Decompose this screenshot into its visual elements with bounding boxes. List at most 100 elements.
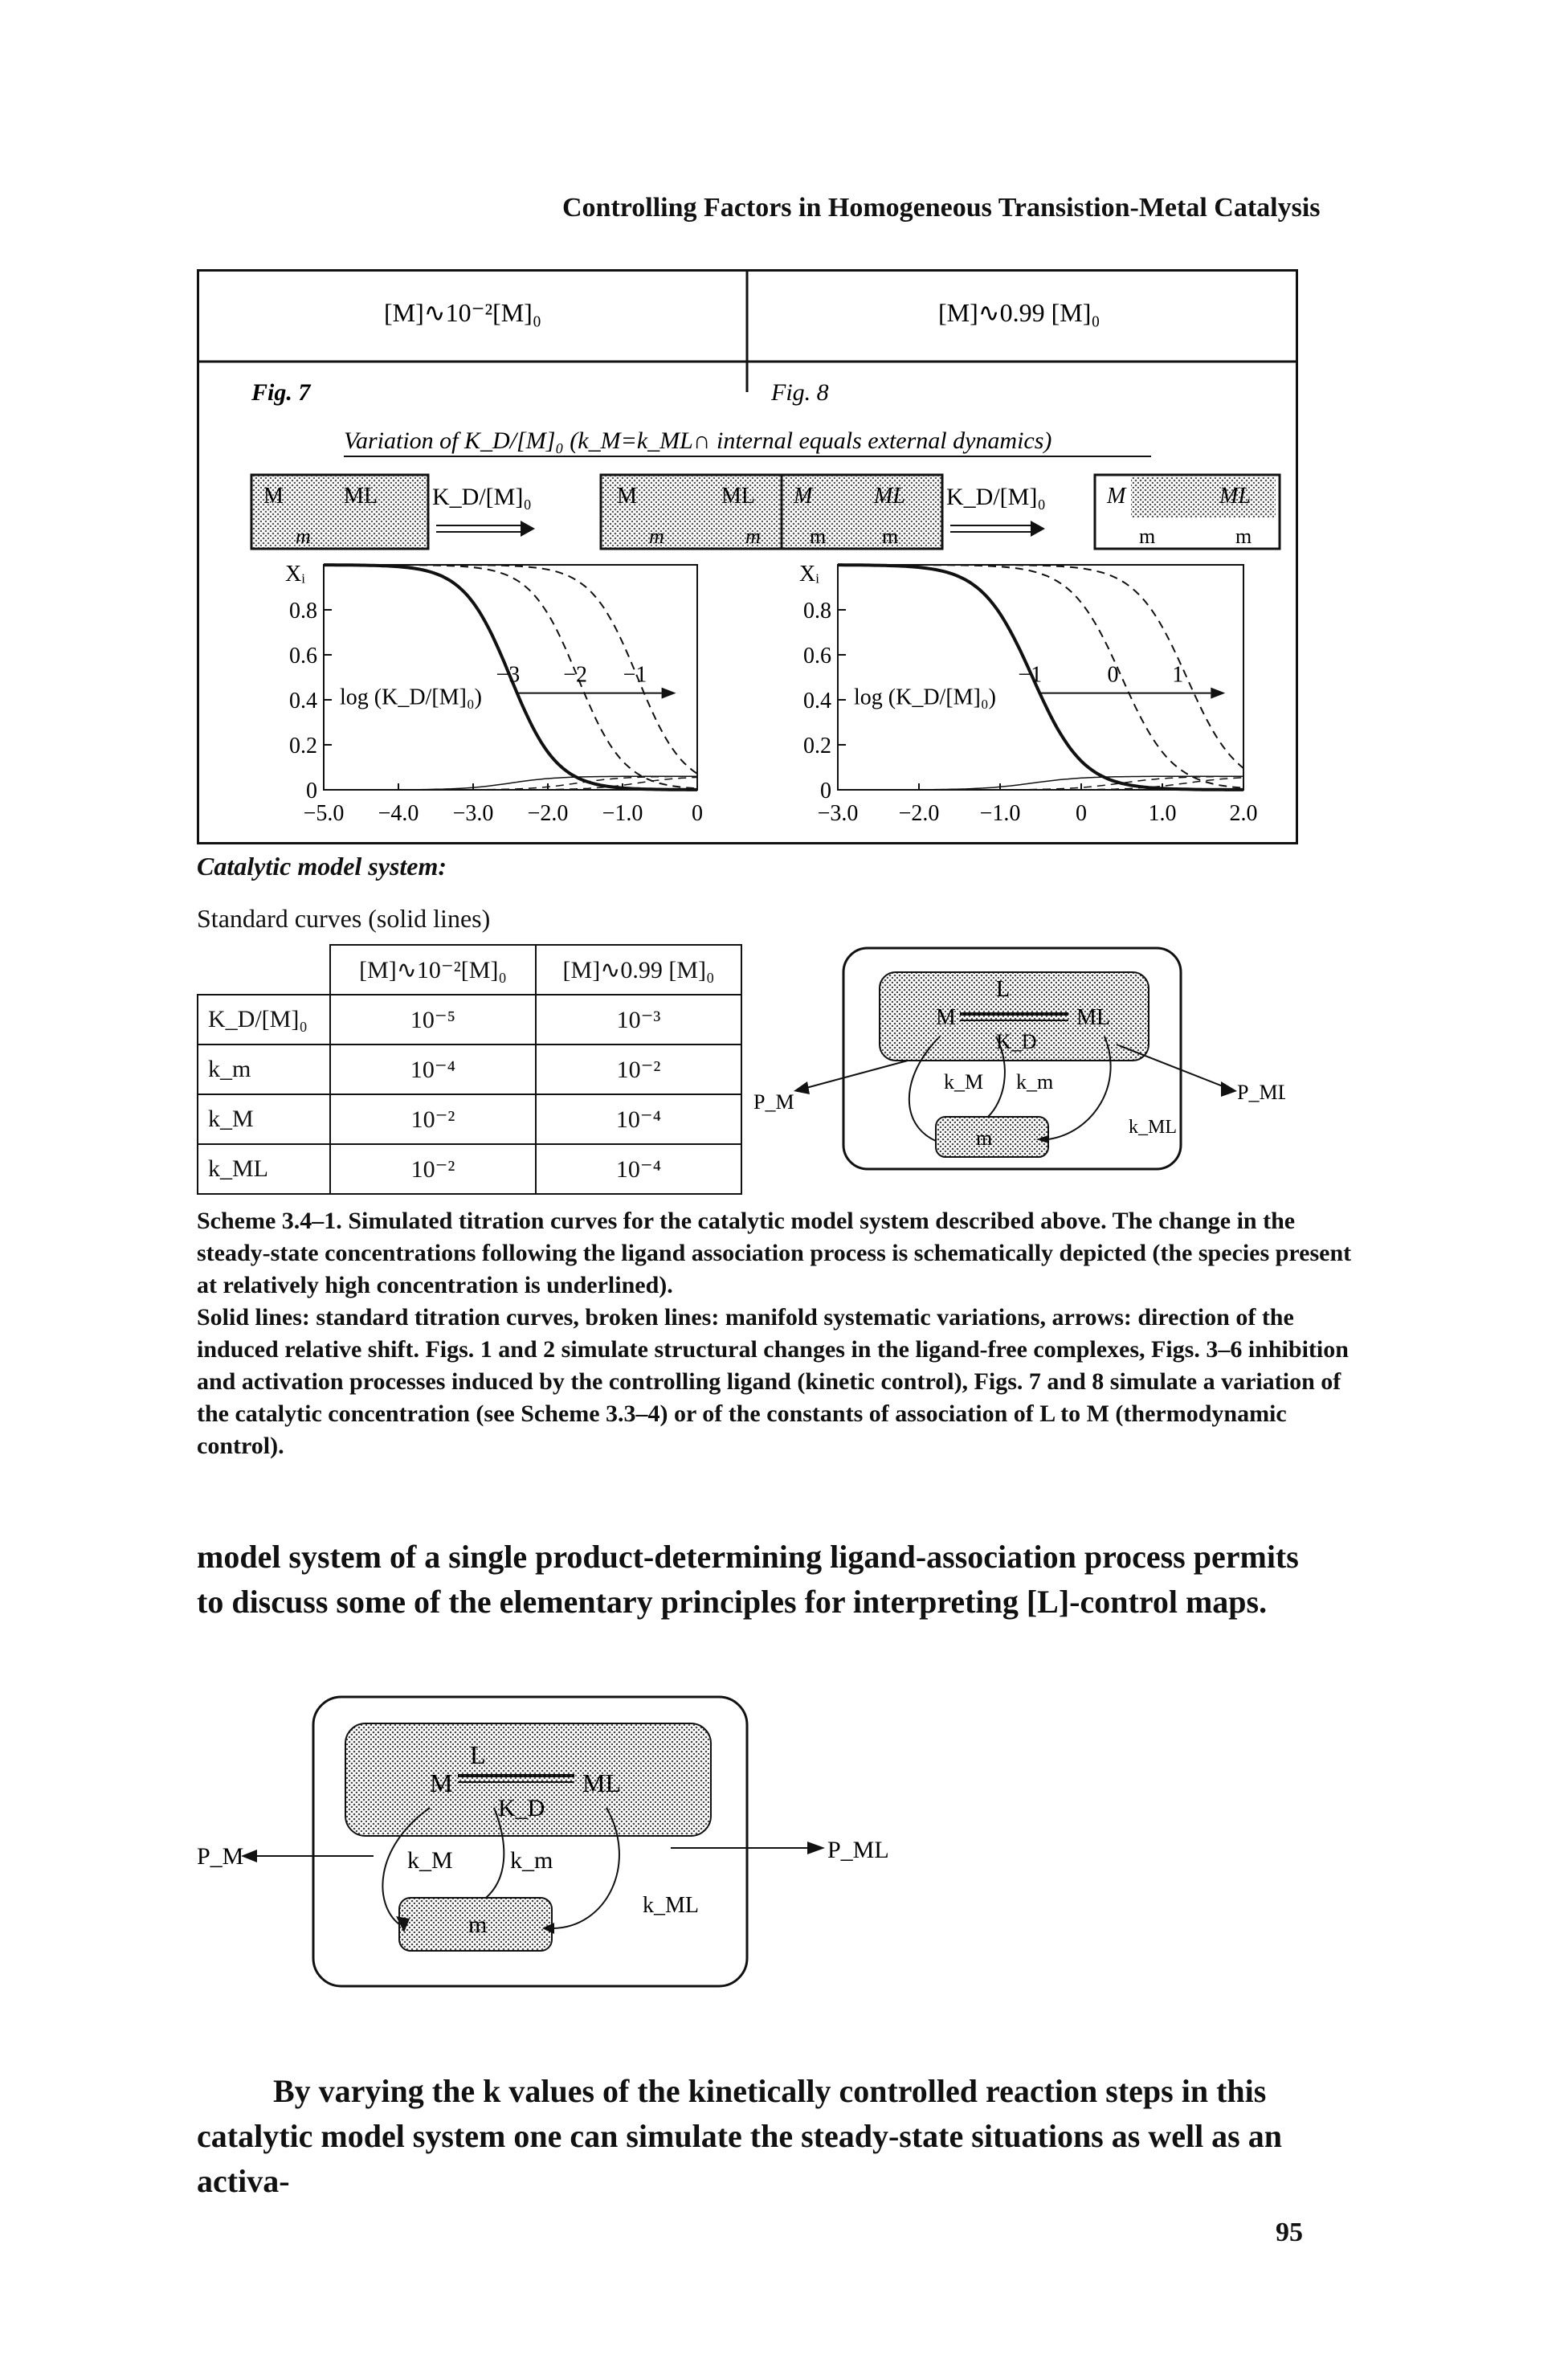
y-tick-label: 0.4 xyxy=(289,689,317,713)
right-schema-kd: K_D/[M]₀ xyxy=(946,484,1046,510)
scheme-PM: P_M xyxy=(753,1090,794,1114)
schema-M: M xyxy=(263,484,284,509)
schema-m-7: m xyxy=(1235,525,1252,548)
scheme-large-kML: k_ML xyxy=(643,1893,699,1918)
x-tick-label: −3.0 xyxy=(818,801,859,826)
y-axis-label: Xᵢ xyxy=(285,562,305,587)
body-paragraph-2: By varying the k values of the kinetical… xyxy=(197,2073,1282,2199)
x-tick-label: −5.0 xyxy=(304,801,345,826)
row-label: k_ML xyxy=(197,1143,331,1195)
scheme-M: M xyxy=(936,1005,956,1030)
standard-curves-label: Standard curves (solid lines) xyxy=(197,904,491,933)
fig8-label: Fig. 8 xyxy=(770,379,829,406)
curve-label: 0 xyxy=(1108,663,1119,688)
x-tick-label: −3.0 xyxy=(453,801,494,826)
inner-axis-label: log (K_D/[M]₀) xyxy=(340,685,482,710)
y-tick-label: 0.4 xyxy=(803,689,831,713)
left-schema: K_D/[M]₀ M ML m M ML m m xyxy=(250,473,803,550)
x-tick-label: −4.0 xyxy=(378,801,419,826)
shift-arrowhead xyxy=(661,687,676,699)
row-label: K_D/[M]₀ xyxy=(197,994,331,1045)
schema-m-5: m xyxy=(882,525,898,548)
curve-label: −1 xyxy=(1018,663,1042,688)
scheme-caption: Scheme 3.4–1. Simulated titration curves… xyxy=(197,1205,1354,1462)
plot-frame xyxy=(837,564,1244,791)
table-row: K_D/[M]₀ 10⁻⁵ 10⁻³ xyxy=(197,994,742,1045)
row-label: k_m xyxy=(197,1044,331,1095)
schema-m-3: m xyxy=(745,525,761,548)
shift-arrowhead xyxy=(1211,687,1226,699)
row-v2: 10⁻² xyxy=(535,1044,742,1095)
y-tick-label: 0.2 xyxy=(289,734,317,758)
caption-p1: Simulated titration curves for the catal… xyxy=(197,1208,1352,1298)
y-tick-label: 0.8 xyxy=(803,599,831,623)
curve-label: 1 xyxy=(1172,663,1183,688)
row-label: k_M xyxy=(197,1094,331,1145)
scheme-large-L: L xyxy=(470,1740,486,1769)
row-v1: 10⁻⁵ xyxy=(329,994,537,1045)
table-row: k_ML 10⁻² 10⁻⁴ xyxy=(197,1143,742,1195)
table-header-row: [M]∿10⁻²[M]₀ [M]∿0.99 [M]₀ xyxy=(198,944,742,995)
scheme-PML: P_ML xyxy=(1237,1081,1285,1104)
y-tick-label: 0.8 xyxy=(289,599,317,623)
left-schema-kd: K_D/[M]₀ xyxy=(432,484,532,510)
x-tick-label: −2.0 xyxy=(528,801,569,826)
scheme-kM: k_M xyxy=(944,1070,983,1094)
titration-curve xyxy=(838,564,1244,789)
schema-M-3: M xyxy=(793,484,814,509)
right-schema: K_D/[M]₀ M ML m m M ML m m xyxy=(780,473,1281,550)
x-tick-label: 0 xyxy=(692,801,703,826)
caption-lead: Scheme 3.4–1. xyxy=(197,1208,342,1234)
col-right-title: [M]∿0.99 [M]₀ xyxy=(938,298,1100,327)
row-v1: 10⁻² xyxy=(329,1143,537,1195)
scheme-km: k_m xyxy=(1016,1070,1053,1094)
scheme-m: m xyxy=(976,1126,992,1150)
figure-7-8-block: [M]∿10⁻²[M]₀ [M]∿0.99 [M]₀ Fig. 7 Fig. 8… xyxy=(197,269,1298,844)
y-tick-label: 0 xyxy=(306,779,317,803)
titration-curve xyxy=(838,563,1243,791)
table-col1-header: [M]∿10⁻²[M]₀ xyxy=(329,944,537,995)
table-row: k_M 10⁻² 10⁻⁴ xyxy=(197,1094,742,1145)
schema-ML-4: ML xyxy=(1219,484,1251,509)
constants-table: [M]∿10⁻²[M]₀ [M]∿0.99 [M]₀ K_D/[M]₀ 10⁻⁵… xyxy=(197,944,742,1195)
scheme-ML: ML xyxy=(1076,1005,1110,1030)
schema-M-4: M xyxy=(1106,484,1127,509)
y-axis-label: Xᵢ xyxy=(799,562,819,587)
titration-curve-complement xyxy=(324,776,698,791)
curve-label: −2 xyxy=(563,663,587,688)
row-v2: 10⁻⁴ xyxy=(535,1143,742,1195)
plot-frame xyxy=(323,564,698,791)
scheme-large-PML: P_ML xyxy=(827,1837,889,1863)
table-col2-header: [M]∿0.99 [M]₀ xyxy=(535,944,742,995)
scheme-large-m: m xyxy=(468,1911,487,1938)
schema-m: m xyxy=(296,525,311,548)
col-left-title: [M]∿10⁻²[M]₀ xyxy=(384,298,541,327)
scheme-diagram-large: L M ML K_D k_M k_m k_ML m P_M P_ML xyxy=(197,1695,889,1988)
table-row: k_m 10⁻⁴ 10⁻² xyxy=(197,1044,742,1095)
x-tick-label: −2.0 xyxy=(899,801,940,826)
schema-m-6: m xyxy=(1139,525,1155,548)
scheme-large-KD: K_D xyxy=(498,1795,545,1821)
scheme-large-M: M xyxy=(430,1768,452,1797)
x-tick-label: 0 xyxy=(1076,801,1087,826)
row-v1: 10⁻² xyxy=(329,1094,537,1145)
row-v2: 10⁻³ xyxy=(535,994,742,1045)
fig7-label: Fig. 7 xyxy=(251,379,311,406)
curve-label: −1 xyxy=(623,663,647,688)
titration-curve xyxy=(324,564,698,775)
row-v2: 10⁻⁴ xyxy=(535,1094,742,1145)
titration-curve xyxy=(324,563,697,791)
curve-label: −3 xyxy=(496,663,521,688)
schema-ML-3: ML xyxy=(873,484,905,509)
scheme-large-ML: ML xyxy=(582,1768,621,1797)
schema-m-2: m xyxy=(649,525,664,548)
x-tick-label: 2.0 xyxy=(1230,801,1258,826)
x-tick-label: 1.0 xyxy=(1149,801,1177,826)
y-tick-label: 0.2 xyxy=(803,734,831,758)
model-label: Catalytic model system: xyxy=(197,852,447,881)
body-paragraph-1: model system of a single product-determi… xyxy=(197,1539,1299,1620)
scheme-large-PM: P_M xyxy=(197,1843,243,1870)
scheme-L: L xyxy=(996,977,1010,1002)
